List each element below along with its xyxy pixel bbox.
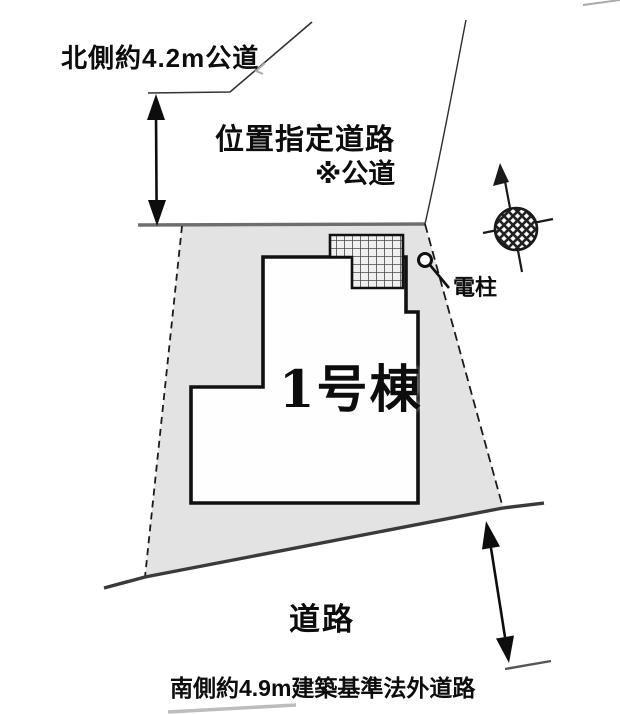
- utility-pole-icon: [417, 252, 433, 268]
- lot-left-boundary: [144, 225, 183, 578]
- north-road-edge-line: [137, 222, 426, 227]
- building-number-label: 1号棟: [279, 360, 423, 420]
- south-road-caption-label: 南側約4.9m建築基準法外道路: [170, 675, 476, 701]
- south-road-label: 道路: [289, 602, 355, 637]
- upper-right-boundary-line: [424, 19, 467, 225]
- designated-road-label: 位置指定道路: [215, 124, 396, 156]
- north-road-label: 北側約4.2m公道: [61, 43, 260, 73]
- north-road-leader-line: [147, 21, 313, 94]
- utility-pole-label: 電柱: [453, 275, 498, 300]
- corner-faint-line: [582, 0, 620, 6]
- porch-hatch-area: [328, 233, 405, 290]
- building-footprint: [189, 255, 420, 505]
- utility-pole-leader-line: [428, 264, 451, 289]
- lot-right-boundary: [424, 223, 504, 509]
- north-dimension-arrow-icon: [147, 94, 166, 226]
- south-dimension-arrow-icon: [482, 521, 514, 663]
- south-road-far-edge-left: [167, 703, 297, 714]
- south-road-far-edge-right: [504, 659, 552, 671]
- leader-tick-mark: [254, 62, 266, 75]
- compass-icon: [482, 163, 554, 273]
- south-road-edge-line: [103, 501, 545, 590]
- public-road-note-label: ※公道: [315, 159, 396, 189]
